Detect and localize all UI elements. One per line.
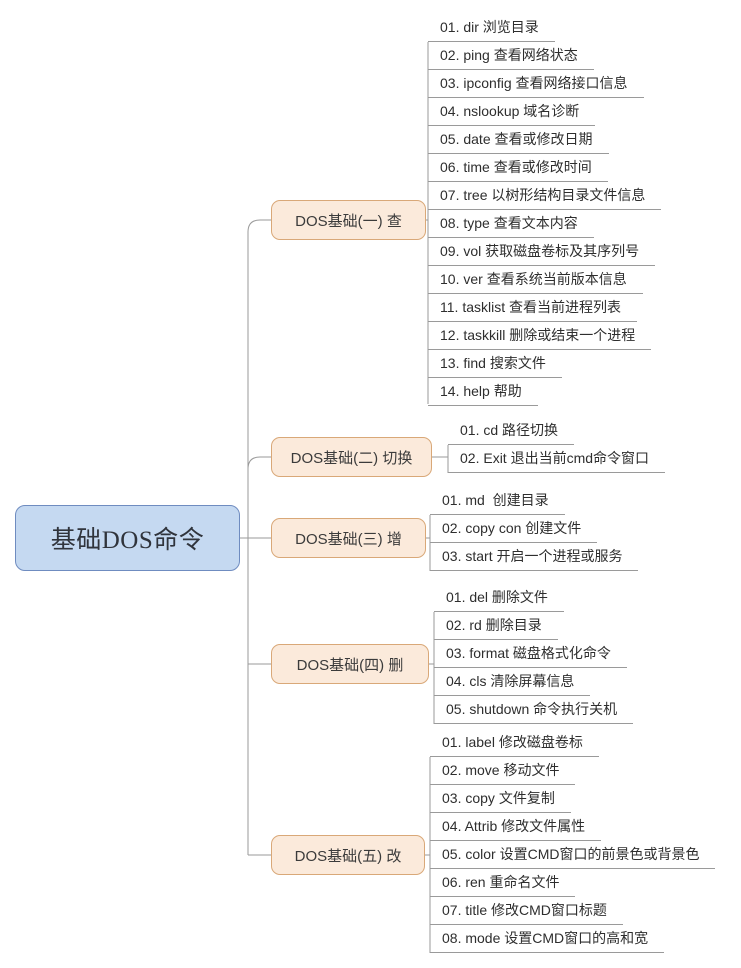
leaf-item[interactable]: 05. date 查看或修改日期 bbox=[428, 126, 609, 154]
leaf-label: 05. date 查看或修改日期 bbox=[440, 130, 593, 147]
leaf-label: 06. time 查看或修改时间 bbox=[440, 158, 592, 175]
leaf-item[interactable]: 02. copy con 创建文件 bbox=[430, 515, 597, 543]
leaf-label: 01. md 创建目录 bbox=[442, 491, 549, 508]
leaf-label: 04. Attrib 修改文件属性 bbox=[442, 817, 586, 834]
leaf-item[interactable]: 01. label 修改磁盘卷标 bbox=[430, 729, 599, 757]
leaf-item[interactable]: 05. shutdown 命令执行关机 bbox=[434, 696, 633, 724]
leaf-item[interactable]: 06. ren 重命名文件 bbox=[430, 869, 575, 897]
leaf-item[interactable]: 06. time 查看或修改时间 bbox=[428, 154, 608, 182]
leaf-label: 05. color 设置CMD窗口的前景色或背景色 bbox=[442, 845, 700, 862]
root-label: 基础DOS命令 bbox=[50, 527, 205, 554]
leaf-label: 06. ren 重命名文件 bbox=[442, 873, 560, 890]
leaf-label: 02. copy con 创建文件 bbox=[442, 519, 582, 536]
branch-label: DOS基础(四) 删 bbox=[296, 656, 404, 674]
leaf-label: 04. nslookup 域名诊断 bbox=[440, 102, 580, 119]
leaf-item[interactable]: 07. title 修改CMD窗口标题 bbox=[430, 897, 623, 925]
leaf-item[interactable]: 02. rd 删除目录 bbox=[434, 612, 558, 640]
leaf-item[interactable]: 01. md 创建目录 bbox=[430, 487, 565, 515]
branch-node-2[interactable]: DOS基础(二) 切换 bbox=[271, 437, 432, 477]
leaf-item[interactable]: 03. format 磁盘格式化命令 bbox=[434, 640, 627, 668]
leaf-item[interactable]: 04. Attrib 修改文件属性 bbox=[430, 813, 601, 841]
leaf-label: 12. taskkill 删除或结束一个进程 bbox=[440, 326, 636, 343]
leaf-item[interactable]: 14. help 帮助 bbox=[428, 378, 538, 406]
leaf-item[interactable]: 04. cls 清除屏幕信息 bbox=[434, 668, 590, 696]
leaf-label: 02. rd 删除目录 bbox=[446, 616, 542, 633]
trunk-elbow-2 bbox=[247, 456, 271, 470]
branch-node-4[interactable]: DOS基础(四) 删 bbox=[271, 644, 429, 684]
branch-label: DOS基础(五) 改 bbox=[294, 847, 402, 865]
leaf-item[interactable]: 10. ver 查看系统当前版本信息 bbox=[428, 266, 643, 294]
leaf-label: 11. tasklist 查看当前进程列表 bbox=[440, 298, 621, 315]
leaf-item[interactable]: 03. ipconfig 查看网络接口信息 bbox=[428, 70, 644, 98]
leaf-item[interactable]: 08. mode 设置CMD窗口的高和宽 bbox=[430, 925, 664, 953]
leaf-label: 03. start 开启一个进程或服务 bbox=[442, 547, 623, 564]
leaf-item[interactable]: 08. type 查看文本内容 bbox=[428, 210, 594, 238]
leaf-item[interactable]: 02. ping 查看网络状态 bbox=[428, 42, 594, 70]
leaf-label: 01. label 修改磁盘卷标 bbox=[442, 733, 583, 750]
leaf-label: 08. mode 设置CMD窗口的高和宽 bbox=[442, 929, 649, 946]
leaf-item[interactable]: 02. move 移动文件 bbox=[430, 757, 575, 785]
leaf-label: 07. title 修改CMD窗口标题 bbox=[442, 901, 607, 918]
leaf-label: 04. cls 清除屏幕信息 bbox=[446, 672, 575, 689]
leaf-label: 13. find 搜索文件 bbox=[440, 354, 546, 371]
leaf-item[interactable]: 02. Exit 退出当前cmd命令窗口 bbox=[448, 445, 665, 473]
leaf-label: 07. tree 以树形结构目录文件信息 bbox=[440, 186, 646, 203]
leaf-label: 01. dir 浏览目录 bbox=[440, 18, 539, 35]
branch-node-3[interactable]: DOS基础(三) 增 bbox=[271, 518, 426, 558]
leaf-label: 03. copy 文件复制 bbox=[442, 789, 555, 806]
leaf-item[interactable]: 07. tree 以树形结构目录文件信息 bbox=[428, 182, 661, 210]
trunk-elbow-1 bbox=[247, 219, 271, 233]
leaf-item[interactable]: 11. tasklist 查看当前进程列表 bbox=[428, 294, 637, 322]
branch-label: DOS基础(三) 增 bbox=[295, 530, 402, 548]
leaf-label: 08. type 查看文本内容 bbox=[440, 214, 578, 231]
leaf-label: 01. cd 路径切换 bbox=[460, 421, 559, 438]
leaf-label: 03. format 磁盘格式化命令 bbox=[446, 644, 611, 661]
leaf-label: 03. ipconfig 查看网络接口信息 bbox=[440, 74, 628, 91]
leaf-label: 02. ping 查看网络状态 bbox=[440, 46, 578, 63]
leaf-item[interactable]: 01. dir 浏览目录 bbox=[428, 14, 555, 42]
leaf-label: 10. ver 查看系统当前版本信息 bbox=[440, 270, 627, 287]
leaf-item[interactable]: 03. copy 文件复制 bbox=[430, 785, 571, 813]
branch-node-1[interactable]: DOS基础(一) 查 bbox=[271, 200, 426, 240]
leaf-item[interactable]: 04. nslookup 域名诊断 bbox=[428, 98, 595, 126]
leaf-item[interactable]: 01. cd 路径切换 bbox=[448, 417, 574, 445]
root-node[interactable]: 基础DOS命令 bbox=[15, 505, 240, 571]
leaf-item[interactable]: 05. color 设置CMD窗口的前景色或背景色 bbox=[430, 841, 715, 869]
leaf-label: 02. move 移动文件 bbox=[442, 761, 560, 778]
branch-label: DOS基础(一) 查 bbox=[295, 212, 402, 230]
leaf-label: 05. shutdown 命令执行关机 bbox=[446, 700, 618, 717]
leaf-label: 09. vol 获取磁盘卷标及其序列号 bbox=[440, 242, 640, 259]
branch-label: DOS基础(二) 切换 bbox=[290, 449, 413, 467]
leaf-label: 01. del 删除文件 bbox=[446, 588, 548, 605]
leaf-label: 14. help 帮助 bbox=[440, 382, 522, 399]
leaf-item[interactable]: 12. taskkill 删除或结束一个进程 bbox=[428, 322, 651, 350]
leaf-item[interactable]: 01. del 删除文件 bbox=[434, 584, 564, 612]
branch-node-5[interactable]: DOS基础(五) 改 bbox=[271, 835, 425, 875]
leaf-item[interactable]: 13. find 搜索文件 bbox=[428, 350, 562, 378]
leaf-item[interactable]: 03. start 开启一个进程或服务 bbox=[430, 543, 638, 571]
leaf-item[interactable]: 09. vol 获取磁盘卷标及其序列号 bbox=[428, 238, 655, 266]
leaf-label: 02. Exit 退出当前cmd命令窗口 bbox=[460, 449, 650, 466]
